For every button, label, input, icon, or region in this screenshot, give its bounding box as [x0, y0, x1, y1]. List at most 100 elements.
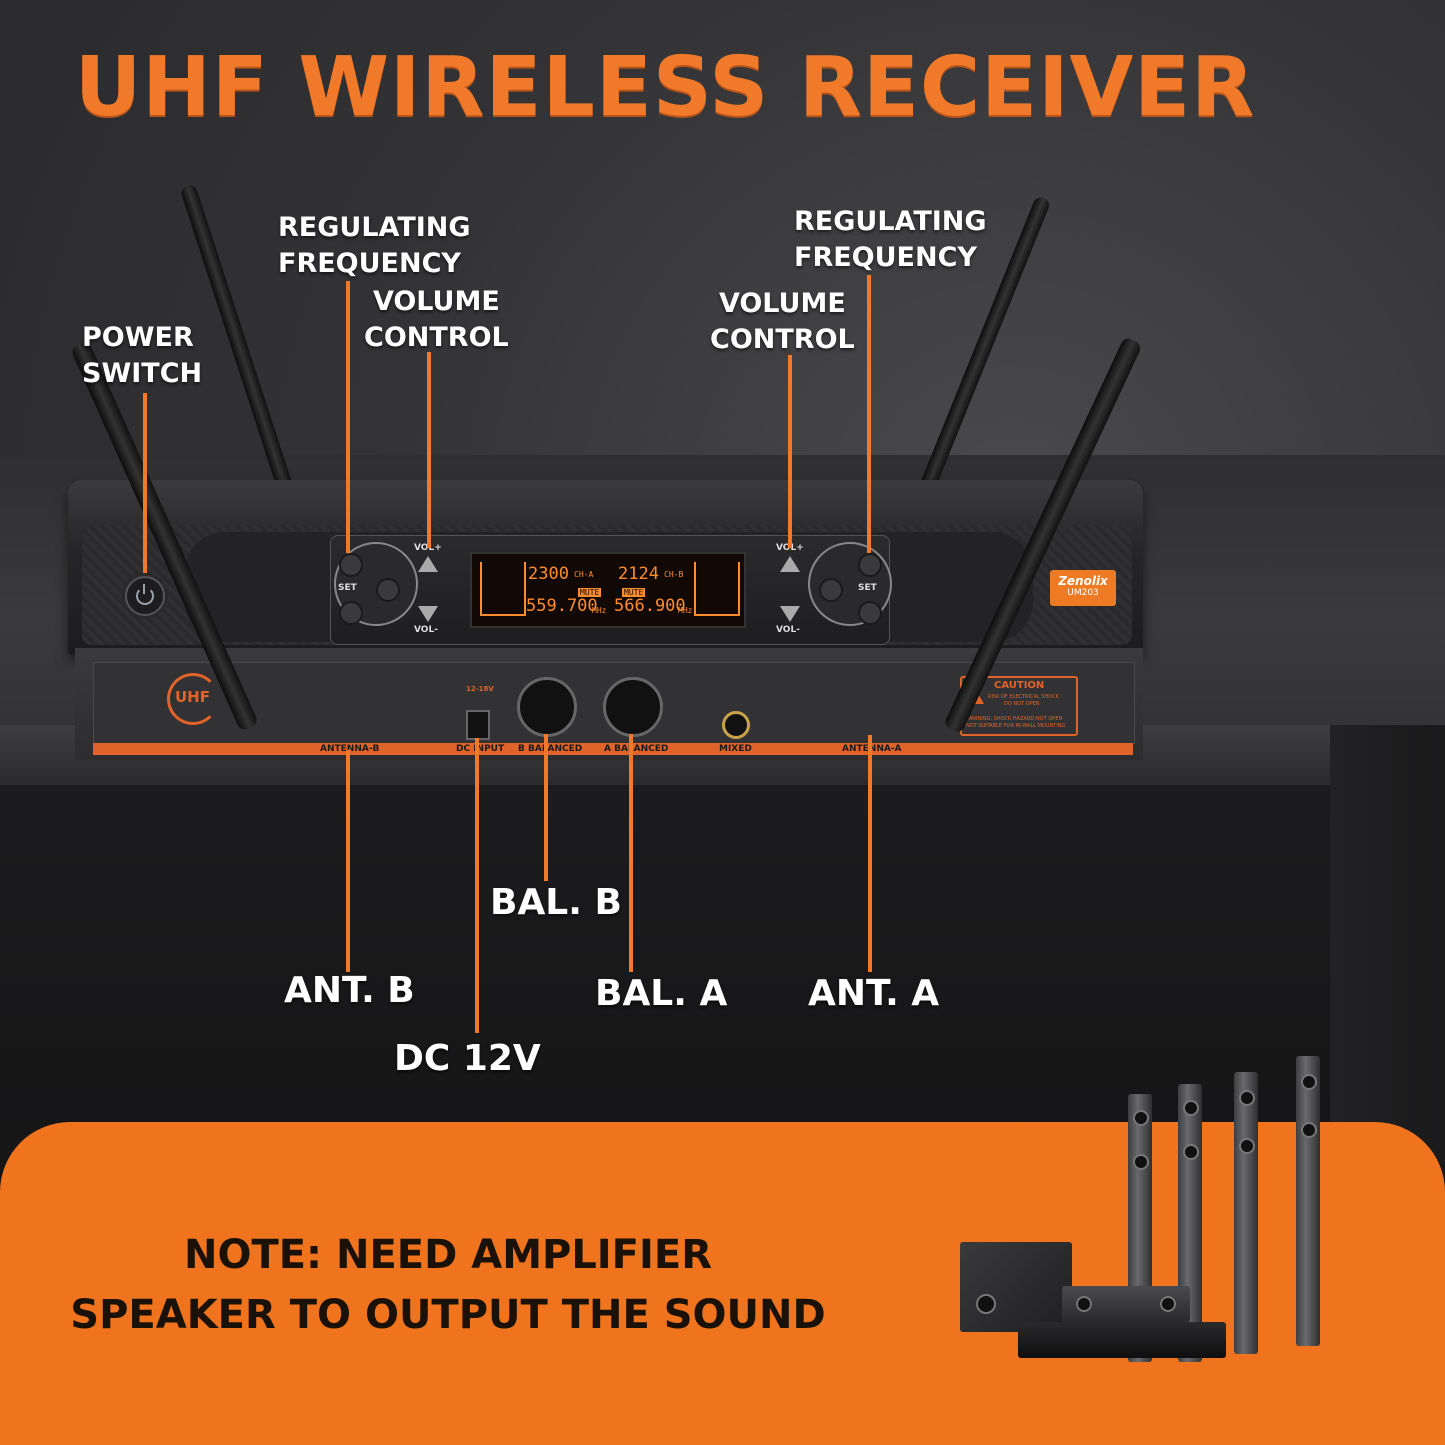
- speaker-driver: [1160, 1296, 1176, 1312]
- vol-up-label-b: VOL+: [414, 543, 442, 553]
- lcd-meter-a: [694, 562, 740, 616]
- label-volume-control-b: VOLUME CONTROL: [364, 284, 509, 356]
- label-line: SWITCH: [82, 358, 203, 389]
- speaker-system-image: [950, 1050, 1380, 1370]
- label-line: FREQUENCY: [278, 248, 461, 279]
- note-banner: [0, 1122, 1445, 1445]
- speaker-driver: [1133, 1110, 1149, 1126]
- speaker-driver: [1183, 1100, 1199, 1116]
- speaker-driver: [1301, 1122, 1317, 1138]
- caution-line-2: DO NOT OPEN: [1004, 701, 1040, 707]
- caution-heading: CAUTION: [994, 680, 1045, 691]
- vol-down-button-b[interactable]: [418, 606, 438, 622]
- pedestal-side: [1330, 725, 1445, 1185]
- label-line: VOLUME: [718, 288, 846, 319]
- mixed-output-jack[interactable]: [722, 711, 750, 739]
- power-button[interactable]: [125, 576, 165, 616]
- set-button-a[interactable]: [858, 553, 882, 577]
- pedestal: [0, 785, 1330, 1185]
- label-ant-b: ANT. B: [284, 970, 415, 1011]
- note-line-1: NOTE: NEED AMPLIFIER: [183, 1232, 713, 1278]
- label-line: VOLUME: [372, 286, 500, 317]
- label-bal-b: BAL. B: [490, 882, 622, 923]
- lcd-mute-a: MUTE: [578, 588, 602, 597]
- select-button-b[interactable]: [376, 578, 400, 602]
- label-line: CONTROL: [364, 322, 509, 353]
- subwoofer: [960, 1242, 1072, 1332]
- speaker-driver: [1239, 1138, 1255, 1154]
- leader-volume-control-a: [788, 355, 792, 548]
- lcd-ch-a-label: CH-A: [574, 570, 594, 579]
- label-line: POWER: [82, 322, 194, 353]
- leader-regulating-frequency-a: [867, 275, 871, 553]
- leader-regulating-frequency-b: [346, 281, 350, 553]
- speaker-driver: [1133, 1154, 1149, 1170]
- leader-ant-a: [868, 735, 872, 972]
- brand-name: Zenolix: [1058, 574, 1108, 588]
- label-dc-12v: DC 12V: [394, 1038, 541, 1079]
- vol-up-button-a[interactable]: [780, 556, 800, 572]
- speaker-driver: [1239, 1090, 1255, 1106]
- page-title: UHF WIRELESS RECEIVER: [74, 40, 1256, 135]
- down-button-a[interactable]: [858, 601, 882, 625]
- speaker-driver: [1183, 1144, 1199, 1160]
- leader-ant-b: [346, 750, 350, 972]
- brand-badge: Zenolix UM203: [1050, 570, 1116, 606]
- label-bal-a: BAL. A: [595, 973, 728, 1014]
- caution-line-3: WARNING: SHOCK HAZARD-NOT OPEN: [966, 716, 1063, 722]
- vol-down-label-a: VOL-: [776, 625, 800, 635]
- leader-dc-12v: [475, 738, 479, 1033]
- speaker-driver: [1301, 1074, 1317, 1090]
- port-label-dc-input: DC INPUT: [456, 744, 505, 754]
- set-label-a: SET: [858, 583, 877, 593]
- vol-up-button-b[interactable]: [418, 556, 438, 572]
- lcd-display: 2300 CH-A MUTE 559.700 MHz 2124 CH-B MUT…: [470, 552, 746, 628]
- dc-input-jack[interactable]: [466, 710, 490, 740]
- label-power-switch: POWER SWITCH: [82, 320, 202, 392]
- tower-speaker-4: [1296, 1056, 1320, 1346]
- rear-panel-stripe: [93, 743, 1133, 755]
- leader-volume-control-b: [427, 352, 431, 548]
- set-button-b[interactable]: [339, 553, 363, 577]
- port-label-antenna-b: ANTENNA-B: [320, 744, 380, 754]
- vol-down-label-b: VOL-: [414, 625, 438, 635]
- tower-speaker-3: [1234, 1072, 1258, 1354]
- dc-rating-label: 12-18V: [466, 685, 494, 693]
- model-number: UM203: [1067, 588, 1099, 598]
- vol-down-button-a[interactable]: [780, 606, 800, 622]
- lcd-meter-b: [480, 562, 526, 616]
- label-line: REGULATING: [278, 212, 471, 243]
- lcd-ch-b-freq: 566.900: [614, 596, 686, 616]
- power-icon-bar: [143, 584, 145, 594]
- port-label-b-balanced: B BALANCED: [518, 744, 583, 754]
- xlr-port-a[interactable]: [603, 677, 663, 737]
- av-receiver-unit: [1018, 1322, 1226, 1358]
- port-label-mixed: MIXED: [719, 744, 752, 754]
- leader-bal-a: [629, 734, 633, 972]
- uhf-logo: [167, 673, 219, 725]
- down-button-b[interactable]: [339, 601, 363, 625]
- select-button-a[interactable]: [819, 578, 843, 602]
- label-line: REGULATING: [794, 206, 987, 237]
- lcd-mute-b: MUTE: [622, 588, 646, 597]
- note-line-2: SPEAKER TO OUTPUT THE SOUND: [70, 1292, 826, 1338]
- power-icon: [136, 587, 154, 605]
- lcd-unit-a: MHz: [592, 606, 607, 615]
- caution-line-1: RISK OF ELECTRICAL SHOCK: [988, 694, 1059, 700]
- vol-up-label-a: VOL+: [776, 543, 804, 553]
- lcd-ch-b-label: CH-B: [664, 570, 684, 579]
- lcd-unit-b: MHz: [678, 606, 693, 615]
- leader-bal-b: [544, 734, 548, 881]
- lcd-ch-a-code: 2300: [528, 564, 569, 584]
- uhf-logo-text: UHF: [175, 688, 210, 706]
- label-ant-a: ANT. A: [808, 973, 940, 1014]
- caution-line-4: NOT SUITABLE FOR IN-WALL MOUNTING: [966, 723, 1066, 729]
- label-line: FREQUENCY: [794, 242, 977, 273]
- subwoofer-port: [976, 1294, 996, 1314]
- lcd-ch-a-freq: 559.700: [526, 596, 598, 616]
- lcd-ch-b-code: 2124: [618, 564, 659, 584]
- port-label-a-balanced: A BALANCED: [604, 744, 669, 754]
- set-label-b: SET: [338, 583, 357, 593]
- xlr-port-b[interactable]: [517, 677, 577, 737]
- label-regulating-frequency-b: REGULATING FREQUENCY: [278, 210, 471, 282]
